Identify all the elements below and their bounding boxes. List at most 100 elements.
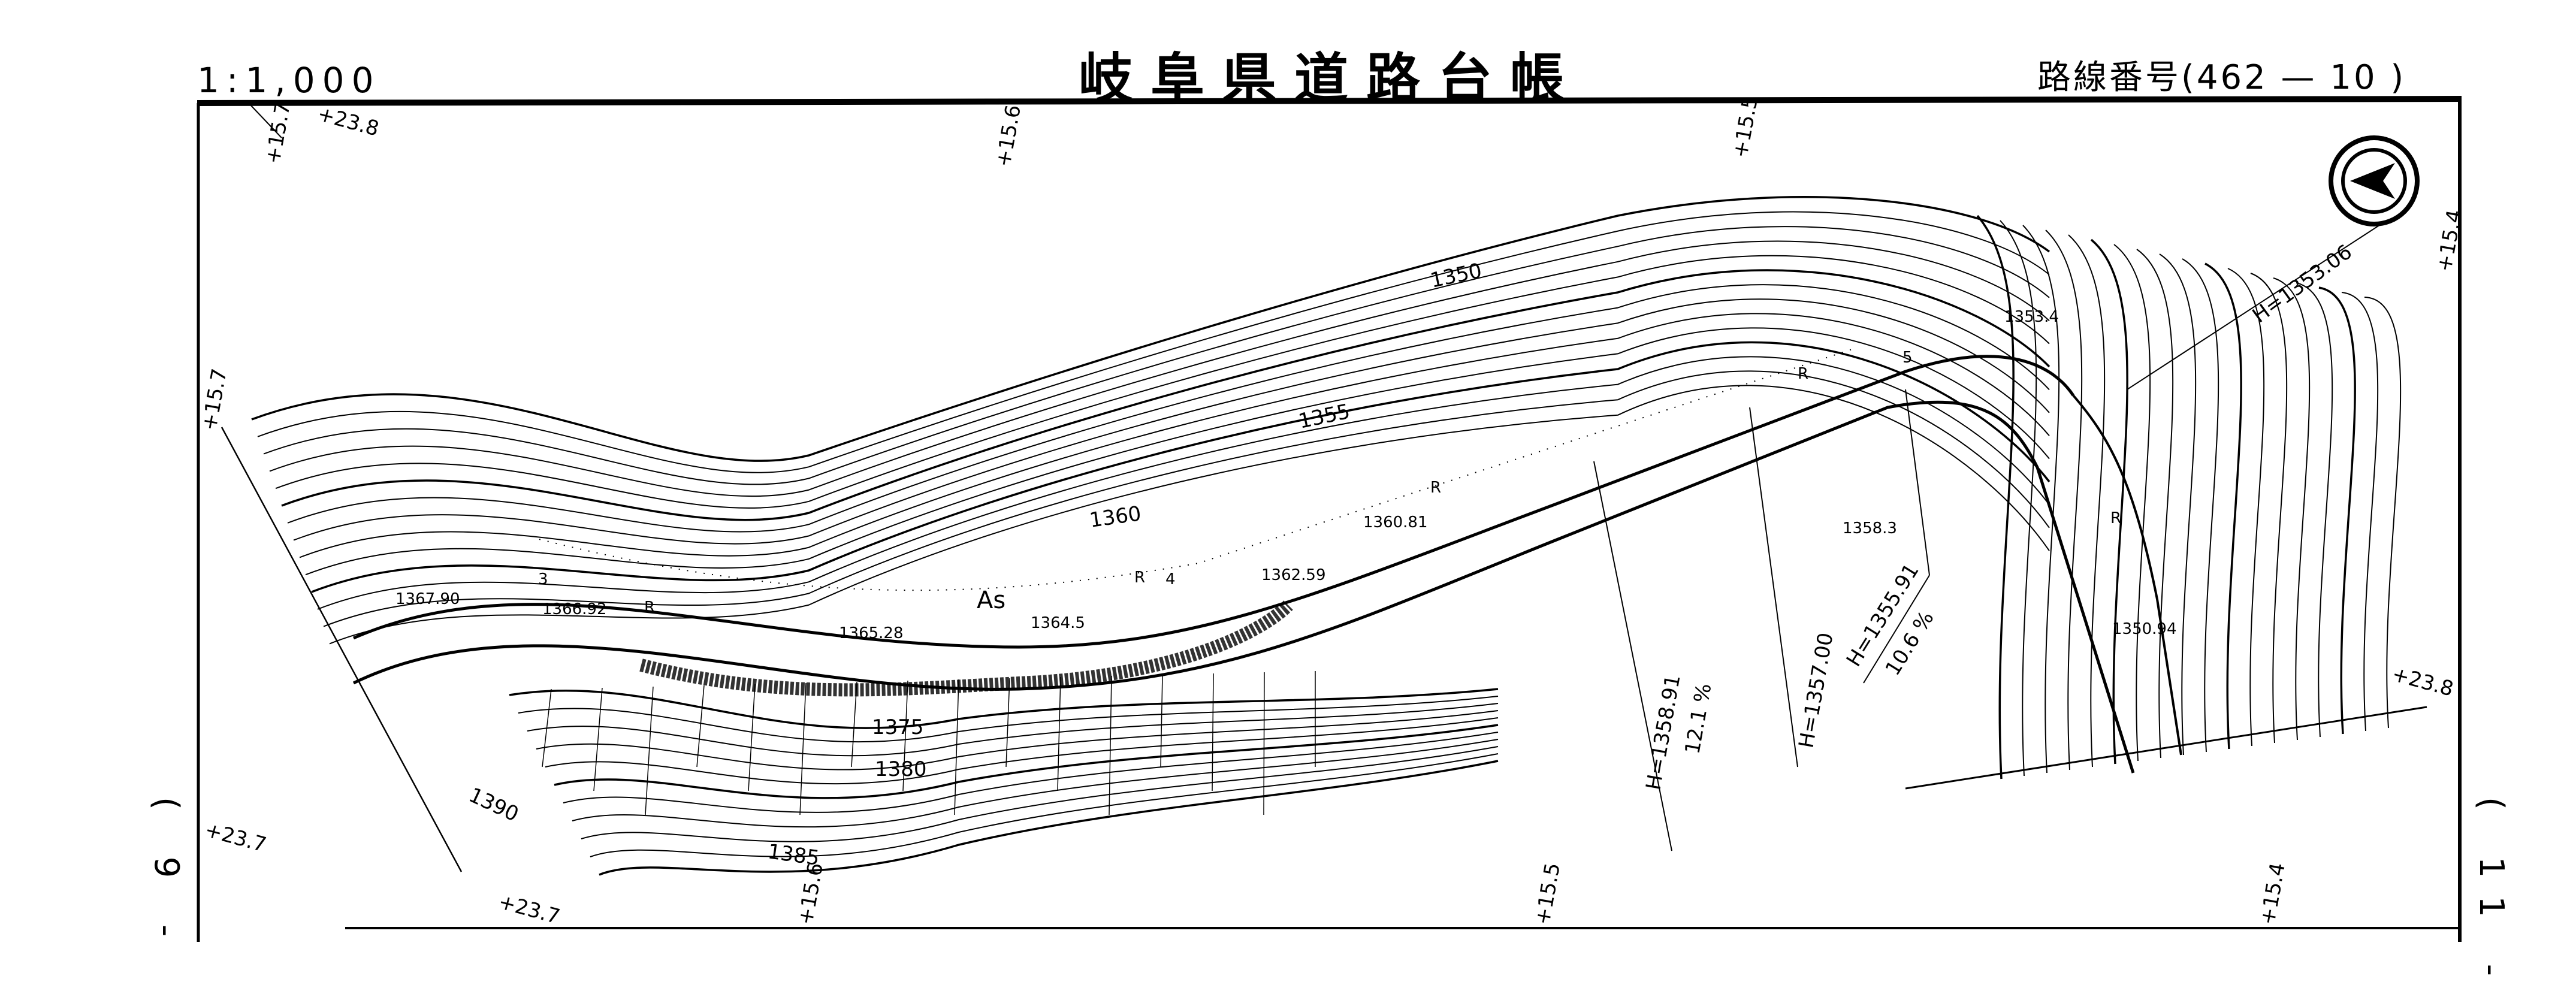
contour-line [509,688,1499,729]
contour-line [2068,234,2106,768]
offset-label: +15.4 [2255,861,2290,927]
spot-height: 1366.92 [542,600,607,618]
contour-line [269,240,2050,497]
contour-line [317,356,2050,610]
contour-line [2113,244,2151,762]
offset-label: +15.6 [991,103,1025,169]
profile-grade: 12.1 % [1680,682,1716,756]
spot-height: 1362.59 [1261,566,1326,584]
contour-line [2090,238,2128,765]
spot-height: 1358.3 [1843,519,1897,537]
contour-line [518,696,1499,743]
spot-height: 1364.5 [1031,614,1085,632]
offset-label: +15.7 [197,367,231,433]
contour-line [1005,678,1010,768]
contour-label: 1380 [875,757,927,781]
contour-line [257,211,2050,473]
spot-height: 1365.28 [839,624,904,642]
contour-label: 1375 [872,715,924,739]
contour-line [281,269,2050,521]
contour-line [1212,673,1214,791]
contour-line [1109,675,1112,815]
spot-height: 1360.81 [1363,513,1428,531]
offset-label: +15.5 [1530,861,1565,927]
contour-label: 1385 [766,839,821,871]
contour-line [599,760,1499,876]
route-value: (462 — 10 ) [2181,58,2406,97]
contour-line [2364,297,2402,729]
contour-label: 1355 [1297,400,1352,434]
contour-line [2296,282,2333,738]
road-mark-r: R [1430,479,1441,497]
spot-height: 1353.4 [2004,308,2059,326]
contour-line [2000,220,2037,777]
contour-line [329,385,2050,645]
contour-line [590,753,1499,857]
map-frame [197,96,2462,942]
north-arrow-icon [2329,135,2420,226]
retaining-wall [639,600,1293,697]
offset-label: +23.8 [315,102,382,141]
contour-line [2250,273,2288,744]
contour-line [563,732,1499,813]
offset-label: +15.4 [2432,208,2466,274]
contour-line [2227,268,2265,747]
contour-line [572,739,1499,828]
contour-line [1160,674,1163,768]
contour-label: 1360 [1088,501,1143,533]
offset-label: +23.8 [2390,662,2456,702]
road [352,347,2182,774]
spot-height: 1350.94 [2112,620,2177,638]
contour-line [305,327,2050,576]
contour-line [2341,292,2379,732]
offset-label: +23.7 [496,890,563,929]
station-number: 4 [1165,570,1176,588]
offset-label: +15.5 [1728,94,1762,160]
contour-line [2045,229,2083,771]
contour-line [645,686,654,815]
contour-line [2022,225,2060,774]
contour-line [2318,286,2356,735]
contour-line [536,710,1499,771]
contour-line [748,684,756,791]
contour-line [2182,258,2219,753]
pavement-asphalt: As [977,587,1005,614]
contour-line [799,682,807,815]
contour-line [545,717,1499,785]
spot-height: 1367.90 [395,590,460,608]
contour-line [311,341,2050,593]
map-scale: 1:1,000 [197,60,381,101]
contour-line [323,370,2050,627]
contour-line [1976,214,2015,780]
road-mark-r: R [644,599,655,617]
contour-line [1057,676,1061,791]
contour-line [527,703,1499,757]
profile-height: H=1357.00 [1794,631,1838,750]
road-mark-r: R [1798,365,1808,383]
contour-line [275,255,2050,509]
route-label: 路線番号 [2037,58,2181,97]
contour-line [2273,277,2311,741]
contour-line [251,196,2050,462]
station-number: 3 [538,570,548,588]
contour-label: 1390 [465,783,522,827]
route-number: 路線番号(462 — 10 ) [2037,50,2406,99]
contour-line [2159,253,2197,756]
contour-line [299,313,2050,558]
contour-line [696,685,705,768]
contour-line [2136,249,2174,759]
contour-label: 1350 [1429,259,1484,293]
station-number: 5 [1902,349,1913,367]
contour-line [954,679,959,815]
contour-line [554,724,1499,799]
offset-label: +15.7 [261,100,295,166]
offset-label: +23.7 [203,818,269,857]
contour-line [902,680,908,791]
contour-line [542,688,552,768]
road-mark-r: R [1134,569,1145,587]
contour-line [287,284,2050,533]
road-mark-r: R [2110,509,2121,527]
topographic-map: +15.7 +23.8 +15.6 +15.5 +15.4 +15.7 +23.… [197,94,2467,942]
contour-line [593,687,603,791]
contour-line [581,746,1499,842]
